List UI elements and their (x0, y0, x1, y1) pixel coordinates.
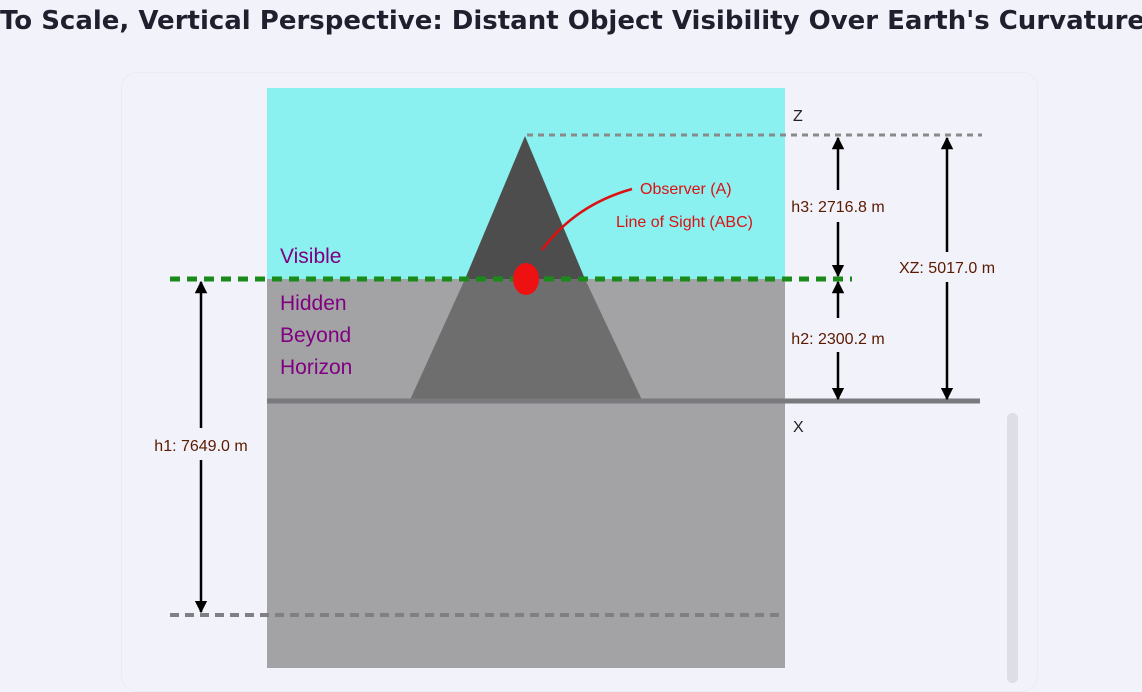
scrollbar[interactable] (1007, 413, 1018, 683)
page-title: To Scale, Vertical Perspective: Distant … (0, 6, 1142, 36)
xz-label: XZ: 5017.0 m (899, 260, 995, 277)
mountain-visible-part (465, 136, 585, 279)
visibility-diagram: Visible Hidden Beyond Horizon Observer (… (154, 88, 995, 668)
observer-marker (513, 263, 539, 295)
h2-label: h2: 2300.2 m (791, 331, 884, 348)
observer-pointer (540, 187, 633, 251)
observer-label: Observer (A) (640, 181, 732, 198)
point-x-label: X (793, 419, 804, 436)
point-z-label: Z (793, 108, 803, 125)
h3-label: h3: 2716.8 m (791, 199, 884, 216)
visible-label: Visible (280, 245, 341, 268)
hidden-label-line-2: Beyond (280, 324, 351, 347)
hidden-label-line-1: Hidden (280, 292, 347, 315)
line-of-sight-label: Line of Sight (ABC) (616, 214, 753, 231)
hidden-label-line-3: Horizon (280, 356, 352, 379)
mountain-hidden-part (410, 279, 642, 400)
h1-label: h1: 7649.0 m (154, 438, 247, 455)
